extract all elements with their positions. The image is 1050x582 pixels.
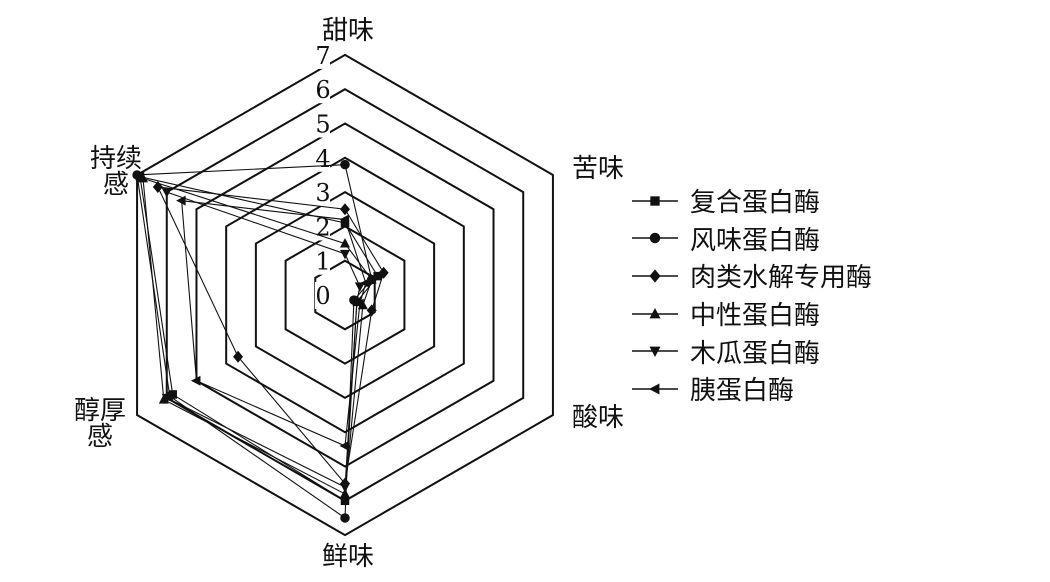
data-point-triangle-down — [340, 249, 350, 260]
legend-label: 复合蛋白酶 — [690, 188, 821, 219]
data-point-triangle-left — [176, 195, 186, 206]
axis-label-umami: 鲜味 — [321, 542, 374, 572]
series-6 — [176, 195, 370, 451]
radial-tick-label: 5 — [315, 111, 330, 139]
legend-marker-triangle-up — [649, 307, 661, 318]
data-point-circle — [340, 159, 350, 170]
tick-label-background — [315, 179, 330, 207]
grid-ring-2 — [284, 225, 406, 365]
data-point-diamond — [233, 350, 244, 363]
radial-tick-label: 3 — [315, 179, 330, 207]
tick-label-background — [315, 76, 330, 104]
legend-key-square — [632, 196, 678, 206]
series-5 — [161, 188, 365, 493]
radial-tick-label: 4 — [315, 145, 330, 173]
legend-item-flavor-protease: 风味蛋白酶 — [632, 220, 872, 258]
radial-tick-labels: 0 1 2 3 4 5 6 7 — [315, 41, 331, 310]
tick-label-background — [315, 41, 330, 69]
data-point-triangle-down — [354, 282, 365, 292]
data-point-triangle-left — [339, 214, 349, 225]
legend-label: 风味蛋白酶 — [690, 225, 821, 256]
grid-ring-3 — [254, 190, 436, 400]
radial-tick-label: 2 — [315, 213, 330, 241]
legend-marker-square — [650, 196, 660, 206]
legend-item-papain: 木瓜蛋白酶 — [632, 332, 872, 370]
data-point-circle — [132, 170, 142, 180]
radial-tick-label: 1 — [315, 248, 330, 276]
radial-tick-label: 0 — [315, 282, 330, 310]
data-point-triangle-up — [138, 172, 149, 183]
data-point-triangle-left — [360, 277, 370, 288]
tick-label-background — [315, 213, 330, 241]
data-point-triangle-left — [339, 440, 349, 451]
legend-key-triangle-up — [632, 307, 678, 318]
data-point-diamond — [340, 203, 350, 216]
radial-tick-label: 6 — [315, 76, 330, 104]
data-point-triangle-down — [161, 188, 172, 198]
legend-key-circle — [632, 233, 678, 244]
axis-label-bitter: 苦味 — [571, 154, 624, 184]
tick-label-background — [315, 247, 330, 275]
data-point-square — [340, 218, 350, 228]
legend-marker-triangle-down — [649, 346, 661, 358]
legend-item-trypsin: 胰蛋白酶 — [632, 370, 872, 408]
data-point-square — [340, 496, 350, 506]
legend-key-diamond — [632, 269, 678, 283]
axis-label-mellowness: 醇厚 感 — [73, 396, 126, 452]
radar-grid — [136, 53, 554, 537]
axis-label-persistence: 持续 感 — [89, 144, 142, 200]
data-point-triangle-up — [340, 488, 350, 498]
series-3 — [152, 180, 389, 490]
legend-item-meat-hydrolysis-enzyme: 肉类水解专用酶 — [632, 257, 872, 295]
legend-label: 木瓜蛋白酶 — [690, 338, 821, 369]
legend-label: 肉类水解专用酶 — [690, 263, 873, 294]
legend-item-compound-protease: 复合蛋白酶 — [632, 182, 872, 220]
axis-label-sour: 酸味 — [571, 403, 624, 433]
data-point-triangle-down — [161, 393, 172, 404]
legend-label: 胰蛋白酶 — [690, 376, 795, 407]
data-point-square — [373, 271, 382, 281]
grid-ring-7 — [136, 53, 554, 537]
data-point-triangle-left — [354, 298, 364, 309]
legend-marker-diamond — [649, 269, 661, 283]
axis-label-sweet: 甜味 — [321, 16, 374, 46]
legend-marker-triangle-left — [648, 383, 660, 395]
tick-label-background — [315, 110, 330, 138]
grid-ring-6 — [165, 88, 525, 502]
tick-label-background — [315, 282, 330, 309]
data-point-diamond — [378, 266, 389, 279]
legend-key-triangle-down — [632, 346, 678, 358]
legend-marker-circle — [649, 233, 661, 244]
data-point-diamond — [366, 304, 377, 317]
legend-label: 中性蛋白酶 — [690, 301, 821, 332]
grid-ring-4 — [225, 156, 465, 434]
legend-key-triangle-left — [632, 383, 678, 395]
data-point-circle — [340, 513, 350, 523]
legend-item-neutral-protease: 中性蛋白酶 — [632, 295, 872, 333]
data-point-triangle-left — [190, 375, 201, 386]
chart-legend: 复合蛋白酶 风味蛋白酶 肉类水解专用酶 中性蛋白酶 木瓜蛋白酶 胰蛋白酶 — [632, 182, 872, 408]
series-line — [181, 200, 367, 447]
data-point-triangle-up — [340, 238, 350, 248]
radial-tick-label: 7 — [315, 42, 330, 70]
data-point-triangle-down — [340, 483, 350, 493]
grid-ring-5 — [195, 122, 495, 468]
